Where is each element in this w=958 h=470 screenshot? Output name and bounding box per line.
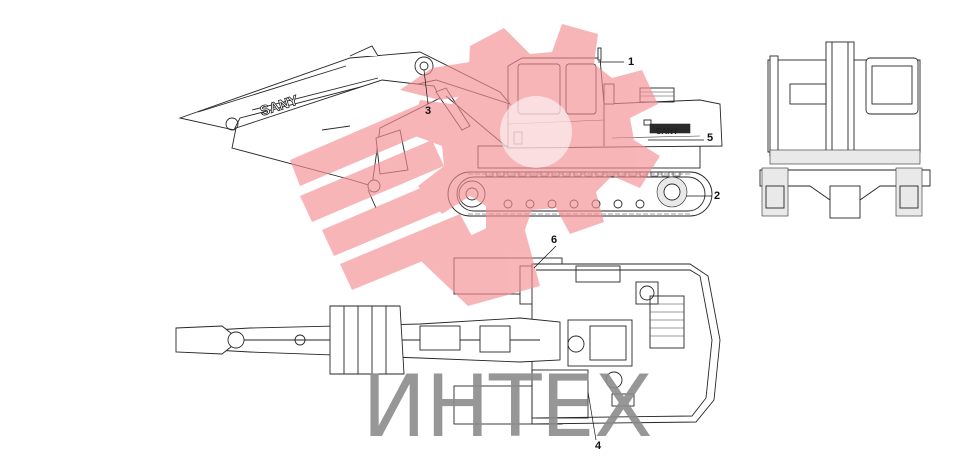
callout-label-4: 4 [595, 440, 602, 452]
track-plate [661, 171, 670, 177]
brand-watermark-text: ИНТЕХ [362, 357, 653, 457]
callout-label-6: 6 [551, 234, 558, 246]
track-roller [613, 199, 623, 209]
gear-logo-watermark [290, 24, 660, 306]
track-roller [635, 199, 645, 209]
track-plate [672, 171, 681, 177]
house-brand-logo: SANY [656, 127, 679, 136]
callout-leaders [423, 61, 712, 441]
callout-label-2: 2 [714, 190, 721, 202]
track-plate [650, 171, 659, 177]
callout-label-1: 1 [628, 56, 635, 68]
front-view [759, 41, 931, 219]
callout-label-3: 3 [425, 105, 432, 117]
callout-label-5: 5 [707, 132, 714, 144]
